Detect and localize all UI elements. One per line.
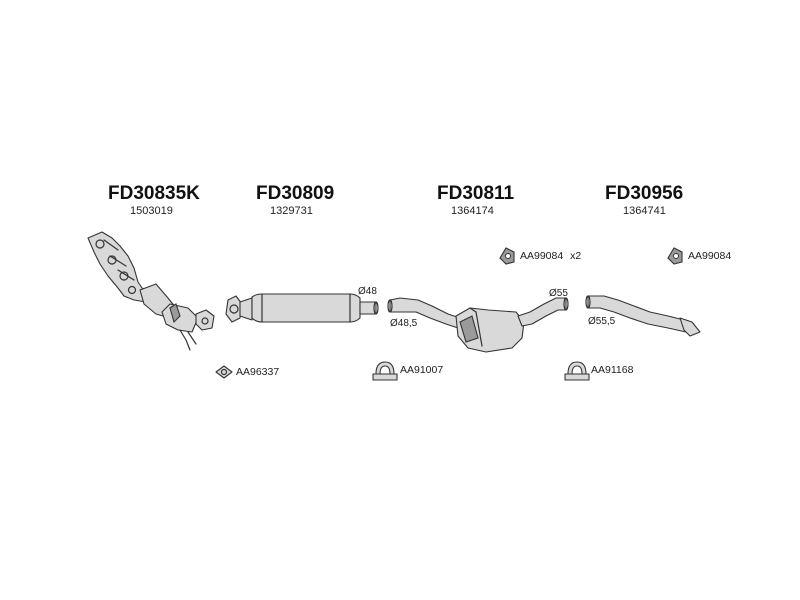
clamp-icon xyxy=(564,361,590,381)
oem-number-1364174: 1364174 xyxy=(451,205,494,217)
resonator-pipe-drawing xyxy=(225,293,379,323)
clamp-icon xyxy=(372,361,398,381)
rubber-mount-icon xyxy=(667,247,683,265)
diameter-label-48: Ø48 xyxy=(358,286,377,297)
diameter-label-55-5: Ø55,5 xyxy=(588,316,616,327)
oem-number-1329731: 1329731 xyxy=(270,205,313,217)
accessory-code: AA99084 xyxy=(520,250,564,262)
accessory-code-aa91168: AA91168 xyxy=(591,364,634,376)
part-code-fd30835k: FD30835K xyxy=(108,183,200,204)
accessory-code-aa99084-a: AA99084 x2 xyxy=(520,250,581,262)
diameter-label-55: Ø55 xyxy=(549,288,568,299)
tailpipe-drawing xyxy=(585,295,701,337)
gasket-icon xyxy=(215,365,233,379)
rear-silencer-drawing xyxy=(387,297,569,353)
oem-number-1503019: 1503019 xyxy=(130,205,173,217)
accessory-quantity: x2 xyxy=(570,250,582,262)
part-code-fd30956: FD30956 xyxy=(605,183,684,204)
diameter-label-48-5: Ø48,5 xyxy=(390,318,418,329)
manifold-catalyst-drawing xyxy=(87,231,215,351)
accessory-code-aa91007: AA91007 xyxy=(400,364,444,376)
accessory-code-aa96337: AA96337 xyxy=(236,366,280,378)
part-code-fd30809: FD30809 xyxy=(256,183,335,204)
accessory-code-aa99084-b: AA99084 xyxy=(688,250,732,262)
rubber-mount-icon xyxy=(499,247,515,265)
part-code-fd30811: FD30811 xyxy=(437,183,515,204)
oem-number-1364741: 1364741 xyxy=(623,205,666,217)
